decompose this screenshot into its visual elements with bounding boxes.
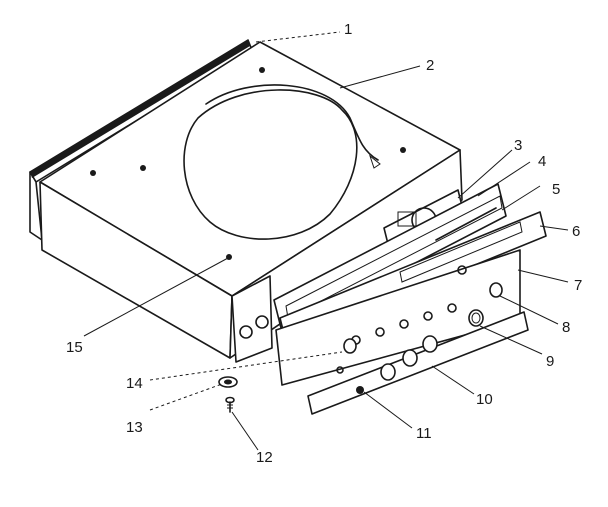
screw [90, 170, 96, 176]
knob [380, 363, 396, 381]
callout-7: 7 [574, 277, 582, 294]
knob [422, 335, 438, 353]
callout-labels: 1 2 3 4 5 6 7 8 9 10 11 12 13 14 15 [66, 21, 582, 466]
screw-12 [225, 396, 235, 413]
callout-13: 13 [126, 419, 143, 436]
callout-3: 3 [514, 137, 522, 154]
chassis-front [231, 275, 273, 363]
callout-10: 10 [476, 391, 493, 408]
callout-2: 2 [426, 57, 434, 74]
knob [402, 349, 418, 367]
callout-4: 4 [538, 153, 546, 170]
panel-holes [351, 265, 467, 345]
screw [140, 165, 146, 171]
callout-8: 8 [562, 319, 570, 336]
callout-1: 1 [344, 21, 352, 38]
screw [259, 67, 265, 73]
knob [343, 338, 357, 354]
knob [468, 309, 484, 327]
knobs [343, 282, 503, 381]
knob [489, 282, 503, 298]
rear-panel [29, 39, 253, 241]
callout-12: 12 [256, 449, 273, 466]
callout-11: 11 [416, 425, 432, 442]
washer [218, 376, 238, 388]
callout-14: 14 [126, 375, 143, 392]
picture-tube [183, 89, 358, 240]
callout-15: 15 [66, 339, 83, 356]
callout-6: 6 [572, 223, 580, 240]
callout-5: 5 [552, 181, 560, 198]
callout-9: 9 [546, 353, 554, 370]
screw [400, 147, 406, 153]
cable [205, 84, 379, 161]
display-frame [273, 183, 507, 333]
small-button [356, 386, 364, 394]
leader-lines [83, 31, 569, 451]
